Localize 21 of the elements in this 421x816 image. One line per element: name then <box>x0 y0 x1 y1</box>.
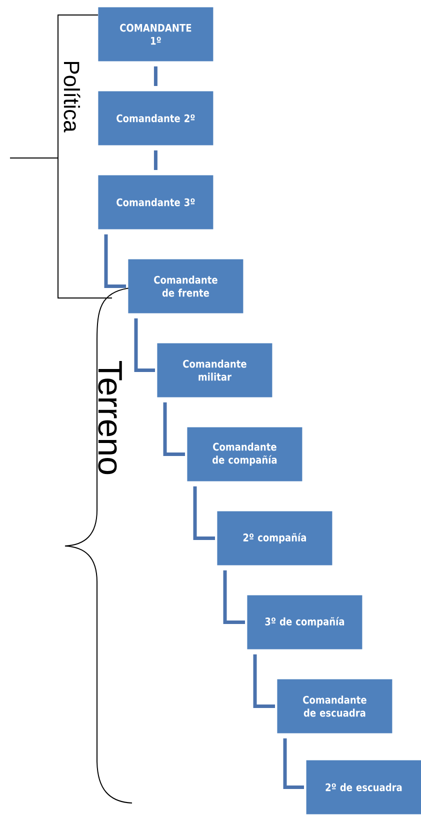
connector <box>154 66 158 86</box>
connector <box>154 150 158 170</box>
rank-box: Comandante de frente <box>128 259 244 314</box>
vertical-label: Política <box>64 62 80 132</box>
vertical-label: Terreno <box>98 360 122 474</box>
rank-box: Comandante militar <box>157 343 272 398</box>
rank-box: Comandante 2º <box>98 91 214 146</box>
rank-box: COMANDANTE 1º <box>98 7 214 62</box>
rank-box: Comandante de escuadra <box>277 679 392 734</box>
rank-box: 2º de escuadra <box>306 760 421 814</box>
rank-box: 2º compañía <box>217 511 332 566</box>
rank-box: Comandante de compañía <box>187 427 302 482</box>
connector <box>283 738 304 789</box>
connector <box>134 318 155 372</box>
connector <box>193 486 215 540</box>
connector <box>253 654 275 708</box>
connector <box>104 234 126 288</box>
connector <box>223 570 245 624</box>
rank-box: Comandante 3º <box>98 175 214 230</box>
rank-box: 3º de compañía <box>247 595 362 650</box>
connector <box>163 402 185 456</box>
